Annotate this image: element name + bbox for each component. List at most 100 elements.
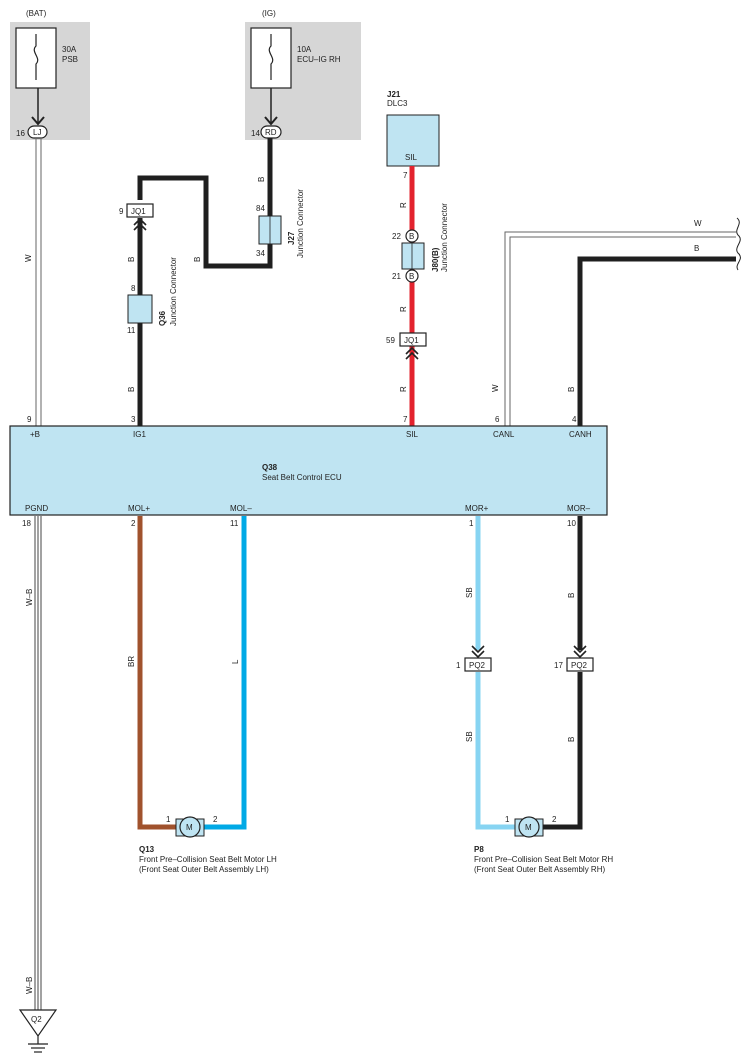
- wire-label-ig-upper: B: [257, 177, 266, 182]
- motor-lh-symbol: M: [186, 823, 193, 832]
- wire-label-pgnd-upper: W–B: [25, 589, 34, 606]
- jq1-left-name: JQ1: [131, 207, 146, 216]
- q36-pin-top: 8: [131, 284, 136, 293]
- wire-pgnd: [34, 516, 42, 1010]
- j27-id: J27: [287, 231, 296, 245]
- wire-ig-path: [137, 138, 273, 269]
- jq1-left-connector[interactable]: JQ1 9: [119, 203, 154, 231]
- wire-label-can-w: W: [694, 219, 702, 228]
- ecu-term-ig1: IG1: [133, 430, 146, 439]
- motor-rh[interactable]: 1 2 M P8 Front Pre–Collision Seat Belt M…: [474, 815, 613, 874]
- ecu-pin-canl: 6: [495, 415, 500, 424]
- ecu-pin-b: 9: [27, 415, 32, 424]
- wire-canh: [577, 256, 736, 426]
- ecu-term-canl: CANL: [493, 430, 515, 439]
- j27-junction-connector[interactable]: 84 34 J27 Junction Connector: [256, 189, 305, 258]
- ecu-pin-mol-minus: 11: [230, 519, 239, 528]
- j27-pin-bottom: 34: [256, 249, 265, 258]
- wire-label-mol-plus: BR: [127, 656, 136, 667]
- dlc-id: J21: [387, 90, 401, 99]
- wire-label-sil-mid: R: [399, 306, 408, 312]
- bat-pin-label: 16: [16, 129, 25, 138]
- j80-pin-bottom: 21: [392, 272, 401, 281]
- ig-fuse-name: ECU–IG RH: [297, 55, 341, 64]
- ground-triangle-icon: [18, 1009, 58, 1038]
- ecu-term-mol-minus: MOL–: [230, 504, 252, 513]
- q36-junction-connector[interactable]: 8 11 Q36 Junction Connector: [127, 257, 178, 335]
- wire-label-ig-lower: B: [127, 257, 136, 262]
- j80-tag-bottom: B: [409, 272, 414, 281]
- jq1-right-name: JQ1: [404, 336, 419, 345]
- pq2-right-arrow-icon: [573, 645, 587, 659]
- motor-lh[interactable]: 1 2 M Q13 Front Pre–Collision Seat Belt …: [139, 815, 277, 874]
- wire-mol-minus: [204, 516, 247, 830]
- bat-fuse-name: PSB: [62, 55, 78, 64]
- pq2-left-name: PQ2: [469, 661, 486, 670]
- motor-rh-subname: (Front Seat Outer Belt Assembly RH): [474, 865, 605, 874]
- wire-label-mor-plus-lower: SB: [465, 731, 474, 742]
- j80-name-1: Junction Connector: [440, 203, 449, 272]
- q36-pin-bottom: 11: [127, 326, 136, 335]
- motor-rh-pin-left: 1: [505, 815, 510, 824]
- wire-label-ig-mid: B: [193, 257, 202, 262]
- wire-label-mor-minus-lower: B: [567, 737, 576, 742]
- bat-connector[interactable]: [27, 125, 48, 139]
- wire-label-sil-upper: R: [399, 202, 408, 208]
- wire-label-canh: B: [567, 387, 576, 392]
- ground-q2[interactable]: Q2: [18, 1009, 58, 1053]
- wire-canl: [504, 231, 736, 426]
- ecu-pin-canh: 4: [572, 415, 577, 424]
- motor-lh-pin-right: 2: [213, 815, 218, 824]
- ig-arrow-icon: [264, 116, 278, 126]
- bat-fuse-block: (BAT) 30A PSB 16 LJ: [10, 9, 90, 140]
- dlc-terminal: SIL: [405, 153, 418, 162]
- wire-label-canl: W: [491, 384, 500, 392]
- wire-label-mor-minus-upper: B: [567, 593, 576, 598]
- motor-rh-symbol: M: [525, 823, 532, 832]
- pq2-left-arrow-icon: [471, 645, 485, 659]
- ecu-pin-pgnd: 18: [22, 519, 31, 528]
- ecu-name: Seat Belt Control ECU: [262, 473, 342, 482]
- ecu-pin-mor-minus: 10: [567, 519, 576, 528]
- pq2-left-connector[interactable]: PQ2 1: [456, 645, 492, 672]
- motor-lh-name: Front Pre–Collision Seat Belt Motor LH: [139, 855, 277, 864]
- jq1-left-arrow-icon: [133, 217, 147, 231]
- seat-belt-control-ecu[interactable]: Q38 Seat Belt Control ECU 9 +B 3 IG1 7 S…: [9, 415, 608, 528]
- wire-mol-plus: [137, 516, 176, 830]
- motor-rh-pin-right: 2: [552, 815, 557, 824]
- bat-arrow-icon: [31, 116, 45, 126]
- pq2-right-pin: 17: [554, 661, 563, 670]
- bat-connector-label: LJ: [33, 128, 41, 137]
- j27-pin-top: 84: [256, 204, 265, 213]
- wire-label-mor-plus-upper: SB: [465, 587, 474, 598]
- q36-id: Q36: [158, 310, 167, 326]
- ecu-term-pgnd: PGND: [25, 504, 48, 513]
- ig-connector-label: RD: [265, 128, 277, 137]
- wire-label-ig1: B: [127, 387, 136, 392]
- ig-fuse-icon: [268, 34, 274, 80]
- pq2-right-connector[interactable]: PQ2 17: [554, 645, 594, 672]
- wire-bat-w: [35, 138, 42, 426]
- j27-name: Junction Connector: [296, 189, 305, 258]
- jq1-left-pin: 9: [119, 207, 124, 216]
- ground-id: Q2: [31, 1015, 42, 1024]
- dlc3-connector[interactable]: J21 DLC3 SIL: [386, 90, 440, 167]
- ig-fuse-block: (IG) 10A ECU–IG RH 14 RD: [245, 9, 361, 140]
- pq2-left-pin: 1: [456, 661, 461, 670]
- ecu-term-sil: SIL: [406, 430, 419, 439]
- motor-rh-id: P8: [474, 845, 484, 854]
- ig-fuse-rating: 10A: [297, 45, 312, 54]
- ig-pin-label: 14: [251, 129, 260, 138]
- jq1-right-pin: 59: [386, 336, 395, 345]
- wire-label-pgnd-lower: W–B: [25, 977, 34, 994]
- motor-rh-icon: [518, 816, 540, 838]
- ecu-body[interactable]: [9, 425, 608, 516]
- wire-mor-plus-lower: [475, 672, 515, 830]
- wire-break-icon: [736, 217, 741, 271]
- j80-pin-top: 22: [392, 232, 401, 241]
- bat-fuse-icon: [33, 34, 39, 80]
- j80-junction-connector[interactable]: 22 B B 21 J80(B) Junction Connector: [392, 203, 449, 283]
- dlc-box[interactable]: [386, 114, 440, 167]
- jq1-right-connector[interactable]: JQ1 59: [386, 332, 427, 360]
